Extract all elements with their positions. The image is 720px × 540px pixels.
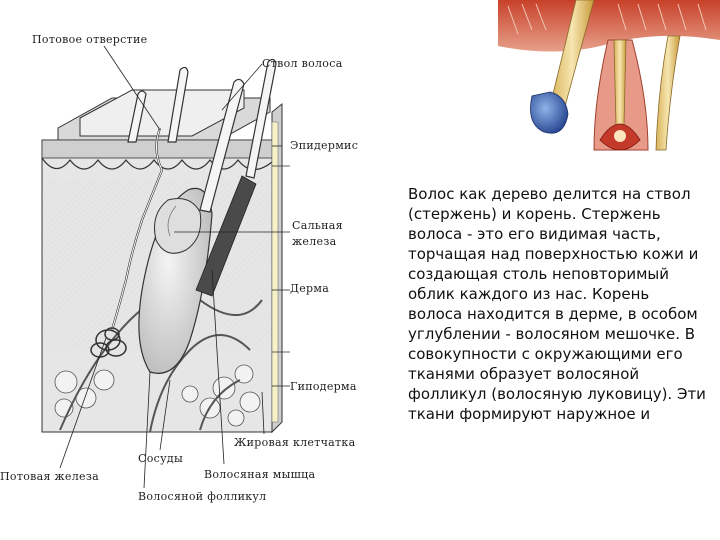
label-hair-shaft: Ствол волоса (262, 57, 343, 70)
label-sebaceous-gland-line1: Сальная (292, 219, 343, 232)
label-sebaceous-gland-line2: железа (292, 235, 336, 248)
label-sweat-gland: Потовая железа (0, 470, 99, 483)
label-epidermis: Эпидермис (290, 139, 358, 152)
label-sweat-pore: Потовое отверстие (32, 33, 147, 46)
label-dermis: Дерма (290, 282, 329, 295)
label-hypodermis: Гиподерма (290, 380, 357, 393)
label-vessels: Сосуды (138, 452, 183, 465)
label-fat-tissue: Жировая клетчатка (234, 436, 355, 449)
skin-cross-section-diagram (0, 0, 400, 540)
label-hair-follicle: Волосяной фолликул (138, 490, 266, 503)
colored-follicle-illustration (498, 0, 720, 162)
description-text: Волос как дерево делится на ствол (стерж… (408, 184, 708, 540)
label-hair-muscle: Волосяная мышца (204, 468, 315, 481)
